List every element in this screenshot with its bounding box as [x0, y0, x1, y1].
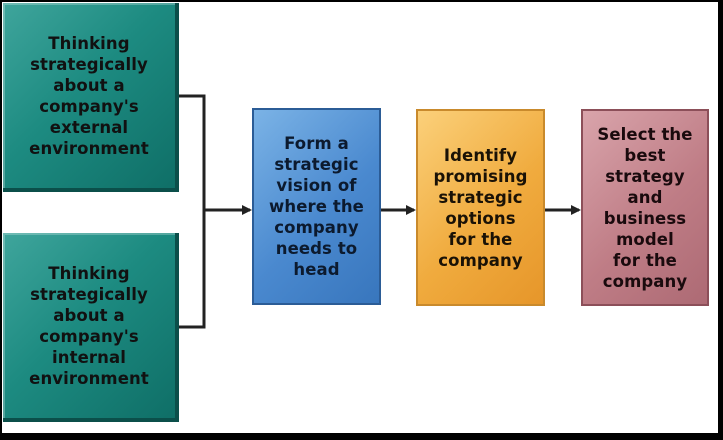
bracket-connector: [179, 94, 206, 329]
select-strategy-label: Select the best strategy and business mo…: [597, 124, 693, 291]
internal-environment-box: Thinking strategically about a company's…: [3, 233, 179, 422]
select-strategy-box: Select the best strategy and business mo…: [581, 109, 709, 306]
internal-environment-label: Thinking strategically about a company's…: [29, 263, 149, 388]
strategic-options-box: Identify promising strategic options for…: [416, 109, 545, 306]
frame-border-right: [718, 0, 723, 440]
strategic-options-label: Identify promising strategic options for…: [433, 145, 528, 270]
frame-border-bottom: [0, 433, 723, 440]
external-environment-box: Thinking strategically about a company's…: [3, 3, 179, 192]
frame-border-left: [0, 0, 2, 440]
frame-border-top: [0, 0, 723, 2]
strategic-vision-box: Form a strategic vision of where the com…: [252, 108, 381, 305]
strategic-vision-label: Form a strategic vision of where the com…: [269, 134, 364, 279]
external-environment-label: Thinking strategically about a company's…: [29, 33, 149, 158]
